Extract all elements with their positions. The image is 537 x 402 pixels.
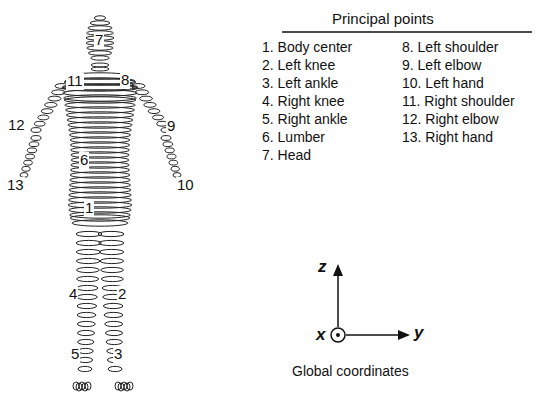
body-contour: [34, 121, 45, 126]
callout-number: 10: [176, 177, 195, 194]
body-contour: [90, 21, 110, 25]
body-contour: [77, 276, 99, 281]
body-contour: [45, 102, 57, 107]
body-contour: [77, 330, 94, 335]
z-arrowhead: [333, 264, 343, 276]
x-axis-dot: [336, 333, 340, 337]
body-contour: [161, 136, 171, 141]
body-contour: [31, 128, 41, 133]
body-contour: [99, 249, 123, 254]
body-contour: [104, 312, 123, 317]
body-contour: [91, 67, 109, 71]
callout-number: 6: [79, 152, 89, 169]
body-contour: [171, 166, 179, 171]
legend-item: 7. Head: [262, 148, 311, 163]
body-contour: [165, 148, 174, 153]
callout-number: 11: [66, 73, 84, 90]
callout-number: 12: [7, 117, 26, 134]
body-contour: [24, 160, 33, 165]
axis-label: y: [414, 324, 423, 343]
body-contour: [52, 90, 65, 95]
body-contour: [148, 109, 160, 114]
legend-item: 9. Left elbow: [402, 58, 481, 73]
body-contour: [78, 339, 94, 344]
callout-number: 3: [113, 346, 123, 363]
body-contour: [99, 240, 124, 245]
axis-caption: Global coordinates: [292, 364, 409, 379]
body-contour: [78, 366, 92, 371]
legend-item: 5. Right ankle: [262, 112, 348, 127]
legend-item: 1. Body center: [262, 40, 352, 55]
callout-number: 2: [117, 286, 127, 303]
body-contour: [76, 240, 101, 245]
body-contour: [88, 26, 112, 30]
callout-number: 7: [94, 32, 104, 49]
callout-number: 13: [6, 177, 25, 194]
legend-item: 11. Right shoulder: [402, 94, 515, 109]
callout-number: 5: [70, 346, 80, 363]
body-contour: [144, 102, 156, 107]
body-contour: [127, 382, 133, 390]
body-contour: [77, 312, 96, 317]
body-contour: [77, 321, 95, 326]
y-arrowhead: [398, 330, 410, 340]
legend-item: 12. Right elbow: [402, 112, 499, 127]
body-contour: [106, 339, 122, 344]
legend-underline: [282, 31, 532, 33]
legend-item: 4. Right knee: [262, 94, 345, 109]
legend-item: 10. Left hand: [402, 76, 484, 91]
body-contour: [77, 294, 97, 299]
body-contour: [72, 220, 128, 226]
axis-label: z: [318, 258, 327, 277]
body-contour: [103, 303, 123, 308]
body-contour: [100, 258, 124, 263]
legend-item: 3. Left ankle: [262, 76, 338, 91]
x-axis-out: [331, 328, 345, 342]
body-contour: [91, 63, 109, 67]
body-contour: [101, 267, 124, 272]
axis-label: x: [316, 326, 325, 345]
body-contour: [77, 285, 98, 290]
legend-item: 6. Lumber: [262, 130, 325, 145]
callout-number: 1: [84, 200, 94, 217]
body-contour: [31, 136, 41, 141]
body-contour: [135, 90, 148, 95]
callout-number: 4: [68, 286, 78, 303]
body-contour: [101, 276, 123, 281]
legend-item: 8. Left shoulder: [402, 40, 499, 55]
body-contour: [152, 115, 163, 120]
body-contour: [48, 96, 61, 101]
body-contour: [41, 109, 53, 114]
body-contour: [76, 258, 100, 263]
body-contour: [105, 321, 123, 326]
body-contour: [131, 84, 145, 89]
body-contour: [26, 154, 35, 159]
body-contour: [140, 96, 153, 101]
body-contour: [108, 366, 122, 371]
body-contour: [77, 303, 97, 308]
legend-item: 13. Right hand: [402, 130, 493, 145]
body-contour: [91, 56, 110, 60]
body-contour: [167, 154, 176, 159]
callout-number: 8: [120, 72, 130, 89]
z-axis: [337, 272, 339, 327]
legend-heading: Principal points: [332, 11, 434, 28]
body-contour: [88, 51, 112, 55]
body-contour: [76, 249, 100, 254]
body-contour: [163, 142, 173, 147]
body-contour: [98, 231, 124, 236]
body-contour: [85, 382, 91, 390]
callout-number: 9: [166, 118, 176, 135]
body-contour: [29, 142, 39, 147]
body-contour: [22, 166, 30, 171]
body-contour: [38, 115, 49, 120]
y-axis: [346, 334, 402, 336]
body-contour: [169, 160, 178, 165]
body-contour: [27, 148, 36, 153]
legend-item: 2. Left knee: [262, 58, 335, 73]
body-contour: [94, 16, 105, 20]
body-contour: [77, 267, 100, 272]
body-contour: [105, 330, 122, 335]
